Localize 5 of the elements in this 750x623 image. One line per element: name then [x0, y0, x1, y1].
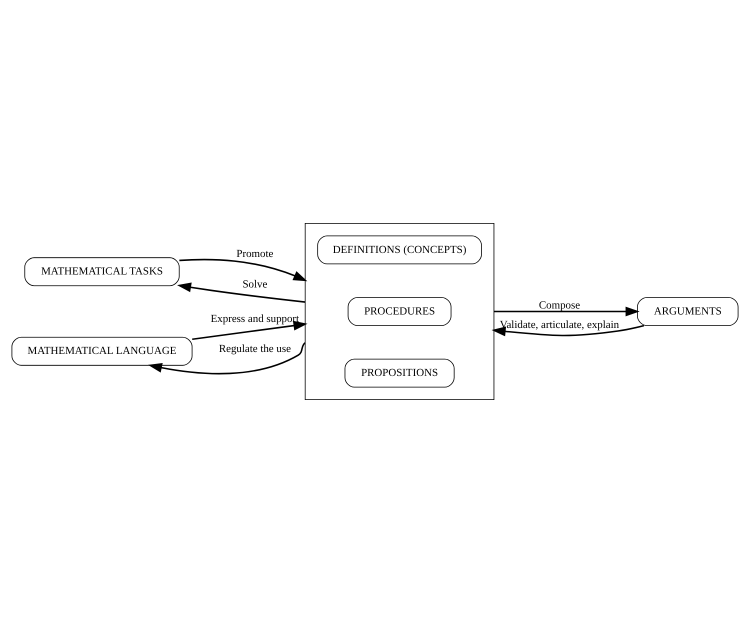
edge-label: Compose: [538, 300, 580, 312]
edge-label: Validate, articulate, explain: [500, 319, 620, 332]
edge-label: Solve: [242, 278, 268, 290]
edge-label: Promote: [236, 248, 274, 260]
edge-label: Regulate the use: [218, 343, 291, 356]
